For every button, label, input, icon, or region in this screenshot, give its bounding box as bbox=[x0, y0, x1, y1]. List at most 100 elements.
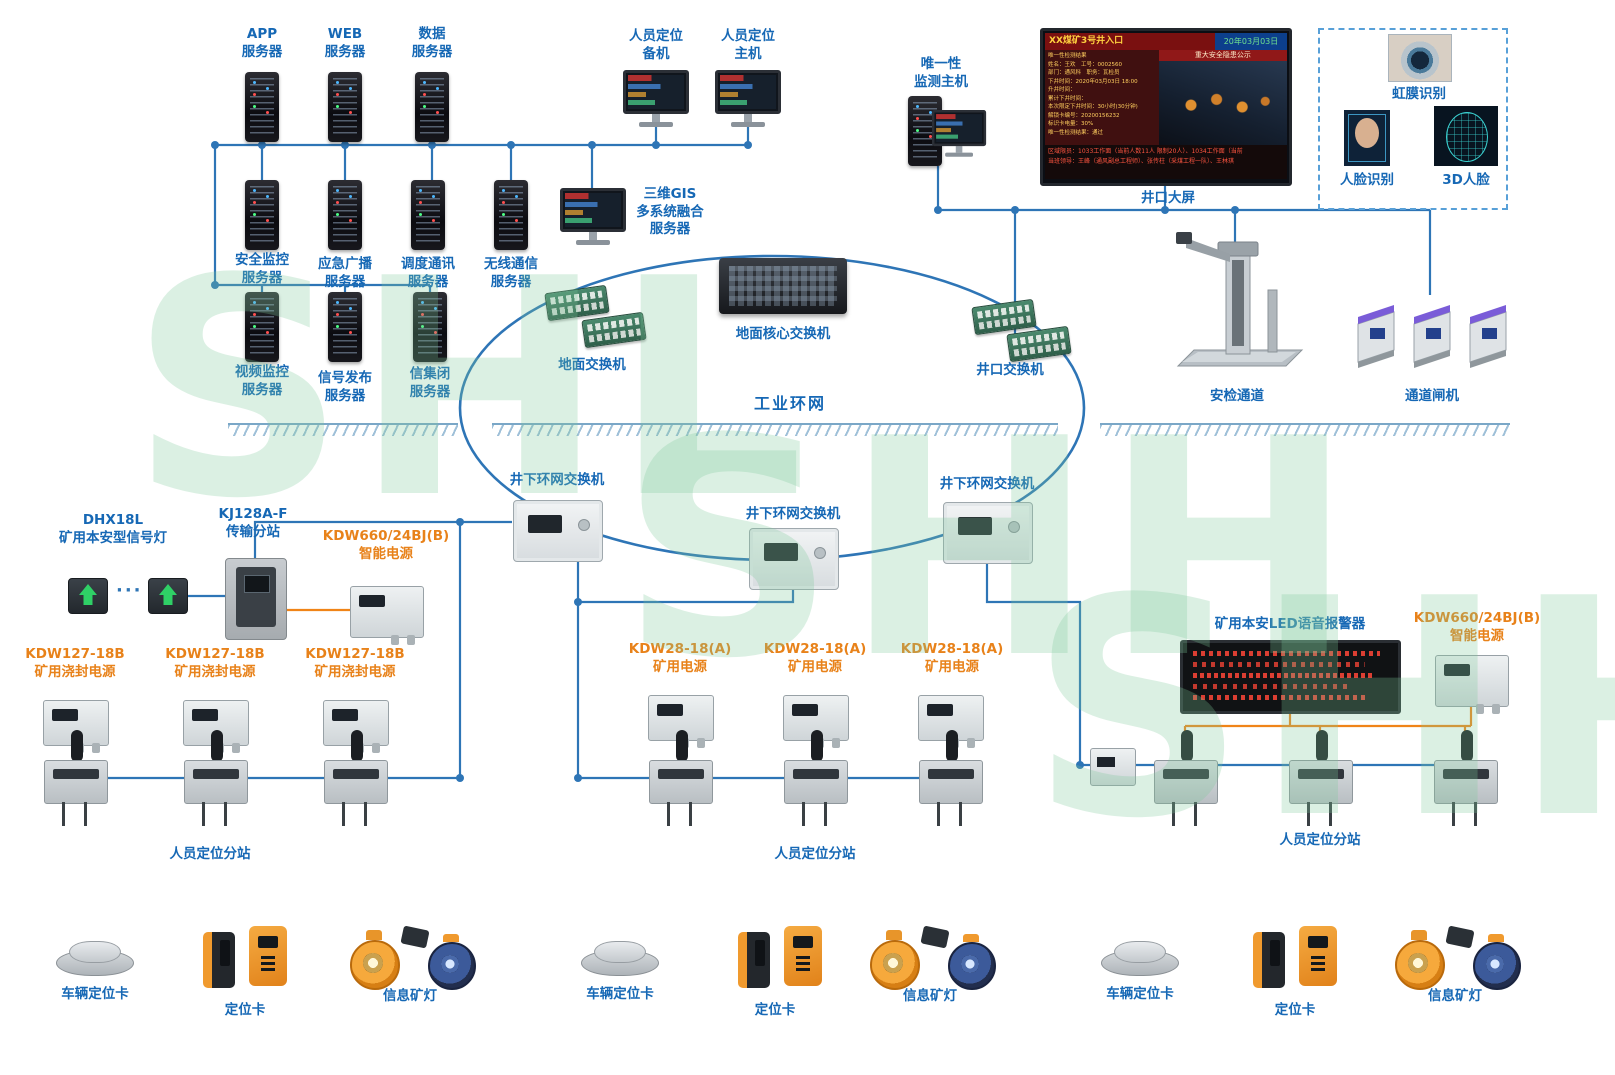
screen-title: XX煤矿3号井入口 bbox=[1049, 36, 1124, 46]
kdw660-smart-power-left bbox=[350, 586, 424, 645]
label-ring-network: 工业环网 bbox=[753, 394, 827, 413]
main-host-monitor bbox=[715, 70, 781, 127]
label-kj128: KJ128A-F 传输分站 bbox=[218, 506, 288, 540]
ground-hatch-left bbox=[228, 423, 458, 436]
label-kdw127-2: KDW127-18B 矿用浇封电源 bbox=[165, 646, 265, 680]
label-dhx18l: DHX18L 矿用本安型信号灯 bbox=[59, 512, 167, 546]
label-station-left: 人员定位分站 bbox=[169, 846, 251, 862]
label-wireless-server: 无线通信 服务器 bbox=[484, 256, 538, 290]
label-data-server: 数据 服务器 bbox=[411, 26, 453, 60]
underground-switch-middle bbox=[749, 528, 839, 590]
positioning-card-dark bbox=[203, 932, 235, 988]
kj128-transmission-substation bbox=[225, 558, 287, 640]
dispatch-server-tower bbox=[411, 180, 445, 250]
data-server-tower bbox=[415, 72, 449, 142]
positioning-reader bbox=[782, 730, 852, 826]
positioning-card-orange bbox=[1299, 926, 1337, 986]
label-backup-host: 人员定位 备机 bbox=[629, 28, 683, 62]
gis-server-monitor bbox=[560, 188, 626, 245]
label-signal-server: 信号发布 服务器 bbox=[318, 370, 372, 404]
mine-lamp-orange bbox=[1395, 930, 1445, 990]
mine-lamp-blue bbox=[428, 934, 476, 990]
mine-lamp-orange bbox=[350, 930, 400, 990]
positioning-cards bbox=[203, 926, 293, 990]
ellipsis-dots: ··· bbox=[116, 580, 143, 601]
vehicle-card-device bbox=[581, 938, 659, 978]
security-monitor-server-tower bbox=[245, 180, 279, 250]
mine-lamp-orange bbox=[870, 930, 920, 990]
positioning-card-dark bbox=[738, 932, 770, 988]
antenna bbox=[1316, 730, 1328, 762]
label-app-server: APP 服务器 bbox=[241, 26, 283, 60]
positioning-reader bbox=[182, 730, 252, 826]
broadcast-server-tower bbox=[328, 180, 362, 250]
label-underground-switch-right: 井下环网交换机 bbox=[939, 476, 1035, 492]
label-station-right: 人员定位分站 bbox=[1279, 832, 1361, 848]
antenna bbox=[211, 730, 223, 762]
uniqueness-host-monitor bbox=[932, 110, 987, 157]
kdw660-smart-power-right bbox=[1435, 655, 1509, 714]
label-block-server: 信集闭 服务器 bbox=[409, 366, 451, 400]
security-check-channel-machine bbox=[1176, 232, 1304, 367]
positioning-card-orange bbox=[784, 926, 822, 986]
antenna bbox=[811, 730, 823, 762]
lamp-battery-pack bbox=[400, 925, 430, 949]
label-info-lamp-3: 信息矿灯 bbox=[1428, 988, 1482, 1004]
vehicle-card-device bbox=[1101, 938, 1179, 978]
label-kdw28-3: KDW28-18(A) 矿用电源 bbox=[900, 641, 1004, 675]
screen-photo: 重大安全隐患公示 bbox=[1158, 50, 1287, 145]
led-voice-alarm-display bbox=[1180, 640, 1401, 714]
block-server-tower bbox=[413, 292, 447, 362]
label-kdw660-right: KDW660/24BJ(B) 智能电源 bbox=[1413, 610, 1541, 644]
antenna bbox=[946, 730, 958, 762]
label-led-alarm: 矿用本安LED语音报警器 bbox=[1214, 616, 1366, 632]
info-mine-lamps bbox=[868, 925, 998, 990]
ground-hatch-middle bbox=[492, 423, 1058, 436]
junction-box bbox=[1090, 748, 1136, 786]
label-dispatch-server: 调度通讯 服务器 bbox=[401, 256, 455, 290]
lamp-battery-pack bbox=[920, 925, 950, 949]
label-kdw28-1: KDW28-18(A) 矿用电源 bbox=[628, 641, 732, 675]
underground-switch-left bbox=[513, 500, 603, 562]
label-security-channel: 安检通道 bbox=[1210, 388, 1264, 404]
label-face: 人脸识别 bbox=[1340, 172, 1394, 188]
label-core-switch: 地面核心交换机 bbox=[735, 326, 831, 342]
ground-hatch-right bbox=[1100, 423, 1510, 436]
label-underground-switch-middle: 井下环网交换机 bbox=[745, 506, 841, 522]
face-photo bbox=[1344, 110, 1390, 166]
label-wellhead-switch: 井口交换机 bbox=[976, 362, 1044, 378]
app-server-tower bbox=[245, 72, 279, 142]
label-info-lamp-1: 信息矿灯 bbox=[383, 988, 437, 1004]
screen-ticker: 区域限员：1033工作面（当前人数11人 限制20人）、1034工作面（当前 当… bbox=[1045, 145, 1287, 179]
web-server-tower bbox=[328, 72, 362, 142]
label-kdw127-1: KDW127-18B 矿用浇封电源 bbox=[25, 646, 125, 680]
label-broadcast-server: 应急广播 服务器 bbox=[318, 256, 372, 290]
antenna bbox=[71, 730, 83, 762]
positioning-card-dark bbox=[1253, 932, 1285, 988]
label-face3d: 3D人脸 bbox=[1442, 172, 1490, 188]
recognition-dashed-box bbox=[1318, 28, 1508, 210]
label-vehicle-card-2: 车辆定位卡 bbox=[586, 986, 654, 1002]
label-station-middle: 人员定位分站 bbox=[774, 846, 856, 862]
screen-title-bar: XX煤矿3号井入口 20年03月03日 bbox=[1045, 33, 1287, 50]
label-uniqueness-host: 唯一性 监测主机 bbox=[914, 56, 968, 90]
label-web-server: WEB 服务器 bbox=[324, 26, 366, 60]
mine-lamp-blue bbox=[1473, 934, 1521, 990]
label-gate-machine: 通道闸机 bbox=[1405, 388, 1459, 404]
info-mine-lamps bbox=[348, 925, 478, 990]
positioning-cards bbox=[1253, 926, 1343, 990]
antenna bbox=[351, 730, 363, 762]
underground-switch-right bbox=[943, 502, 1033, 564]
label-iris: 虹膜识别 bbox=[1392, 86, 1446, 102]
label-kdw127-3: KDW127-18B 矿用浇封电源 bbox=[305, 646, 405, 680]
lamp-battery-pack bbox=[1445, 925, 1475, 949]
positioning-reader bbox=[322, 730, 392, 826]
antenna bbox=[1181, 730, 1193, 762]
positioning-cards bbox=[738, 926, 828, 990]
antenna bbox=[1461, 730, 1473, 762]
positioning-reader bbox=[917, 730, 987, 826]
vehicle-card-device bbox=[56, 938, 134, 978]
label-kdw28-2: KDW28-18(A) 矿用电源 bbox=[763, 641, 867, 675]
label-security-monitor-server: 安全监控 服务器 bbox=[235, 252, 289, 286]
